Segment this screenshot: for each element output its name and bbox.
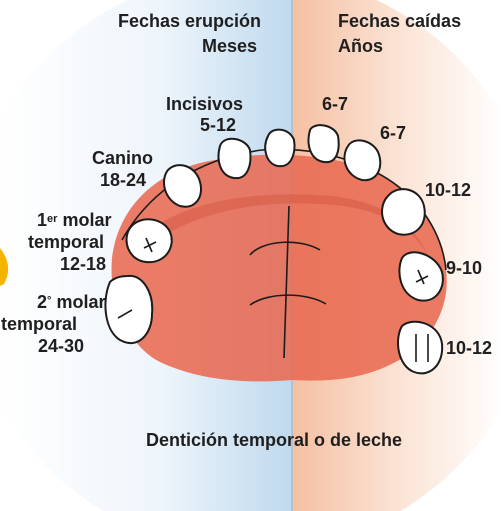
tooth-left-lateral-incisor	[219, 139, 251, 178]
label-incisors-value: 5-12	[200, 115, 236, 135]
tooth-left-second-molar	[105, 276, 152, 343]
palate	[111, 155, 446, 382]
eruption-header-title: Fechas erupción	[118, 11, 261, 31]
label-second-molar: 2° molar	[37, 292, 105, 312]
label-second-molar-value: 24-30	[38, 336, 84, 356]
label-canine-name: Canino	[92, 148, 153, 168]
label-first-molar-line2: temporal	[28, 232, 104, 252]
second-molar-ordinal: 2	[37, 292, 47, 312]
tooth-left-first-molar	[127, 219, 172, 262]
caption: Dentición temporal o de leche	[146, 430, 402, 450]
label-second-molar-line2: temporal	[1, 314, 77, 334]
tooth-right-lateral-incisor	[344, 140, 380, 180]
first-molar-name-line1: molar	[62, 210, 111, 230]
second-molar-ordinal-suffix: °	[47, 295, 51, 307]
first-molar-ordinal-suffix: er	[47, 213, 57, 225]
label-right-canine: 10-12	[425, 180, 471, 200]
label-incisors-name: Incisivos	[166, 94, 243, 114]
tooth-left-central-incisor	[265, 130, 294, 167]
label-right-second-molar: 10-12	[446, 338, 492, 358]
label-first-molar: 1er molar	[37, 210, 111, 230]
loss-header-title: Fechas caídas	[338, 11, 461, 31]
label-right-central-incisor: 6-7	[322, 94, 348, 114]
label-right-lateral-incisor: 6-7	[380, 123, 406, 143]
loss-header-unit: Años	[338, 36, 383, 56]
tooth-right-canine	[382, 189, 425, 235]
tooth-right-second-molar	[398, 322, 442, 374]
second-molar-name-line1: molar	[56, 292, 105, 312]
label-first-molar-value: 12-18	[60, 254, 106, 274]
eruption-header-unit: Meses	[202, 36, 257, 56]
label-right-first-molar: 9-10	[446, 258, 482, 278]
tooth-right-central-incisor	[309, 125, 339, 162]
label-canine-value: 18-24	[100, 170, 146, 190]
first-molar-ordinal: 1	[37, 210, 47, 230]
